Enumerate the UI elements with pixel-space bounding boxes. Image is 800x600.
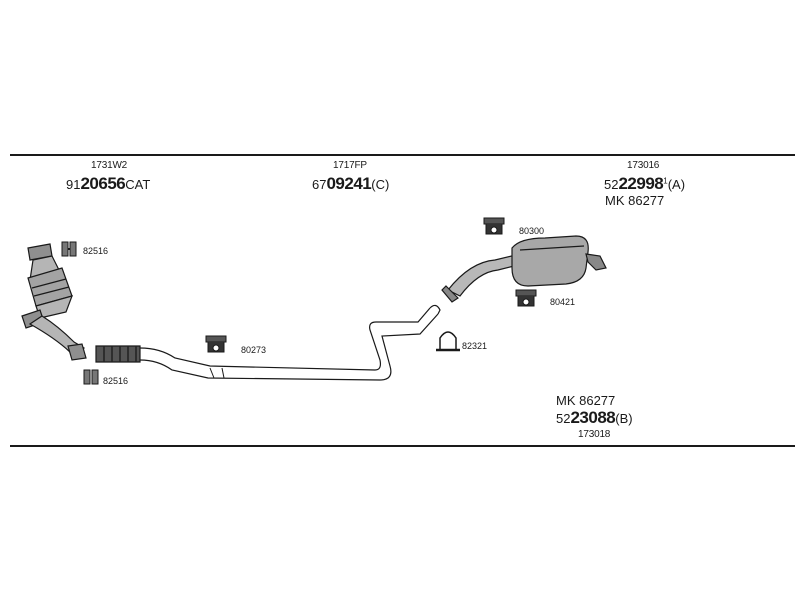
middle-part-code: 6709241(C): [312, 174, 390, 193]
front-part-code: 9120656CAT: [66, 174, 151, 193]
clamp-u-icon: [436, 331, 460, 352]
hanger-rear-bottom-icon: [515, 289, 537, 307]
rear-b-part-code: 5223088(B): [556, 408, 633, 427]
front-part-ref: 1731W2: [91, 160, 128, 171]
rear-b-part-ref: 173018: [578, 429, 611, 440]
hanger-rear-top-label: 80300: [519, 226, 545, 236]
hanger-mid-label: 80273: [241, 345, 267, 355]
clamp-top-label: 82516: [83, 246, 109, 256]
rear-b-kit: MK 86277: [556, 393, 616, 408]
hanger-mid-icon: [205, 335, 227, 353]
clamp-bottom-icon: [83, 369, 99, 385]
rear-a-kit: MK 86277: [605, 193, 665, 208]
middle-pipe: [95, 304, 441, 381]
top-rule: [10, 154, 795, 156]
rear-muffler: [441, 235, 607, 303]
clamp-bottom-label: 82516: [103, 376, 129, 386]
front-catalytic-converter: [21, 243, 87, 361]
clamp-u-label: 82321: [462, 341, 488, 351]
hanger-rear-bottom-label: 80421: [550, 297, 576, 307]
bottom-rule: [10, 445, 795, 447]
middle-part-ref: 1717FP: [333, 160, 367, 171]
rear-a-part-ref: 173016: [627, 160, 660, 171]
clamp-top-icon: [61, 241, 77, 257]
hanger-rear-top-icon: [483, 217, 505, 235]
rear-a-part-code: 52229981(A): [604, 174, 686, 193]
